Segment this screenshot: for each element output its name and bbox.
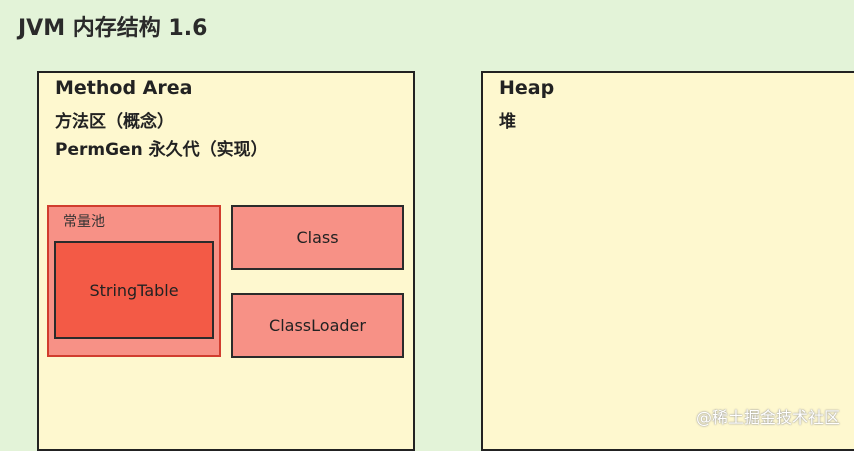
- heap-subtitle: 堆: [499, 112, 516, 132]
- method-area-name: Method Area: [55, 77, 193, 99]
- constant-pool-label: 常量池: [63, 214, 105, 230]
- watermark: @稀土掘金技术社区: [695, 408, 840, 427]
- constant-pool-box: 常量池 StringTable: [47, 205, 221, 357]
- class-box: Class: [231, 205, 404, 270]
- heap-name: Heap: [499, 77, 555, 99]
- classloader-box: ClassLoader: [231, 293, 404, 358]
- method-area-concept: 方法区（概念）: [55, 112, 174, 132]
- method-area-implementation: PermGen 永久代（实现）: [55, 140, 268, 160]
- heap-panel: Heap 堆: [481, 71, 854, 451]
- method-area-panel: Method Area 方法区（概念） PermGen 永久代（实现） 常量池 …: [37, 71, 415, 451]
- string-table-box: StringTable: [54, 241, 214, 339]
- diagram-title: JVM 内存结构 1.6: [18, 16, 208, 41]
